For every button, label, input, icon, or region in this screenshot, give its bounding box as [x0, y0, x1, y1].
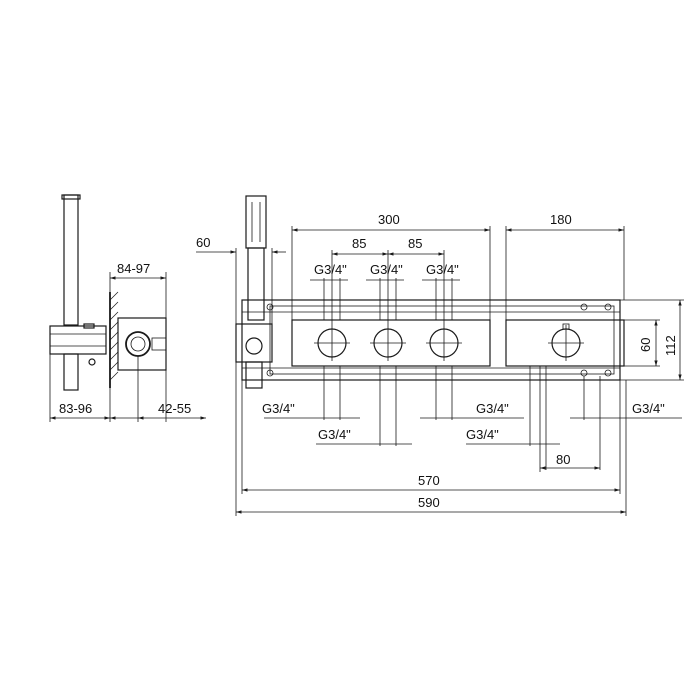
- side-holder-clip: [83, 323, 95, 329]
- dim-300: 300: [378, 212, 400, 227]
- valve-knob-2: [370, 325, 406, 361]
- hose-outlet: [245, 361, 263, 389]
- hand-shower-handle: [247, 247, 265, 321]
- front-view: 300 180 85 85 G3/4" G3/4" G3/4" 60: [196, 195, 684, 516]
- dim-side-bottom-left: 83-96: [59, 401, 92, 416]
- side-hose: [63, 353, 79, 391]
- thread-top-1: G3/4": [314, 262, 347, 277]
- side-box-port: [125, 331, 151, 357]
- thread-bottom-4: G3/4": [466, 427, 499, 442]
- side-view: 84-97 83-96 42-55: [49, 194, 206, 422]
- side-holder-body: [49, 325, 107, 355]
- thread-bottom-1: G3/4": [262, 401, 295, 416]
- dim-85-a: 85: [352, 236, 366, 251]
- thermostat-knob: [548, 323, 584, 361]
- dim-60-left: 60: [196, 235, 210, 250]
- side-handle-pole: [63, 194, 79, 326]
- side-handle-cap: [61, 194, 81, 200]
- mount-holes: [266, 303, 612, 377]
- dim-60-height: 60: [638, 338, 653, 352]
- side-screw: [88, 358, 96, 366]
- thread-top-2: G3/4": [370, 262, 403, 277]
- thread-bottom-2: G3/4": [318, 427, 351, 442]
- thread-bottom-3: G3/4": [476, 401, 509, 416]
- valve-knob-3: [426, 325, 462, 361]
- right-control-panel: [505, 319, 625, 367]
- valve-knob-1: [314, 325, 350, 361]
- hand-shower-head: [245, 195, 267, 249]
- dim-112-height: 112: [663, 335, 678, 356]
- dim-590: 590: [418, 495, 440, 510]
- front-plate-outer: [241, 299, 621, 381]
- wall-hatch: [109, 291, 119, 381]
- dim-85-b: 85: [408, 236, 422, 251]
- dim-side-top: 84-97: [117, 261, 150, 276]
- left-control-panel: [291, 319, 491, 367]
- dim-80: 80: [556, 452, 570, 467]
- thread-top-3: G3/4": [426, 262, 459, 277]
- dim-180: 180: [550, 212, 572, 227]
- dim-side-bottom-right: 42-55: [158, 401, 191, 416]
- dim-570: 570: [418, 473, 440, 488]
- thread-bottom-5: G3/4": [632, 401, 665, 416]
